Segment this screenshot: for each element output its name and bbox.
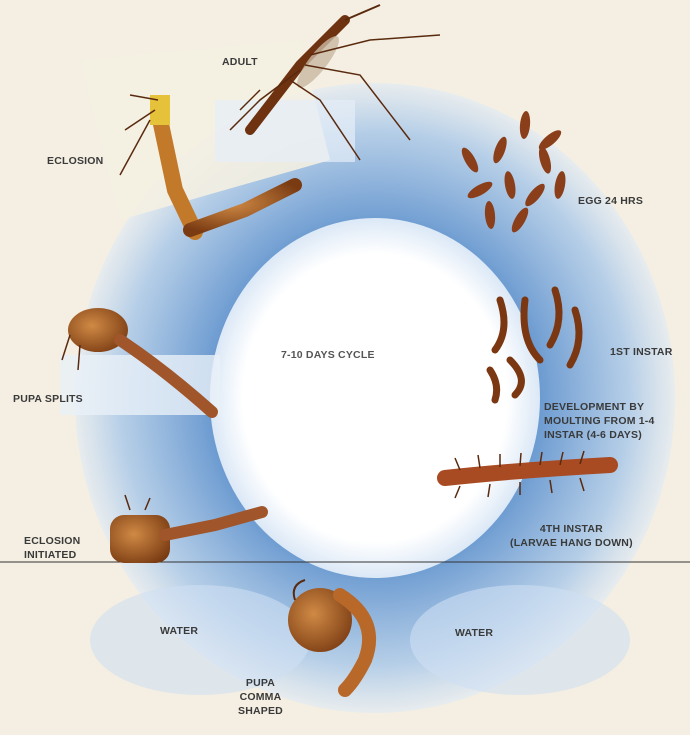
label-fourth-instar-line: 4TH INSTAR	[510, 522, 633, 536]
label-cycle-duration: 7-10 DAYS CYCLE	[281, 348, 375, 362]
label-egg: EGG 24 HRS	[578, 194, 643, 208]
label-eclosion-initiated: ECLOSION INITIATED	[24, 534, 80, 562]
label-pupa-splits: PUPA SPLITS	[13, 392, 83, 406]
label-eclosion-initiated-line: ECLOSION	[24, 534, 80, 548]
label-development-line: INSTAR (4-6 DAYS)	[544, 428, 655, 442]
label-eclosion: ECLOSION	[47, 154, 103, 168]
label-development-line: DEVELOPMENT BY	[544, 400, 655, 414]
label-water-right: WATER	[455, 626, 493, 640]
label-adult: ADULT	[222, 55, 258, 69]
label-eclosion-initiated-line: INITIATED	[24, 548, 80, 562]
label-development: DEVELOPMENT BY MOULTING FROM 1-4 INSTAR …	[544, 400, 655, 442]
label-pupa-line: COMMA	[238, 690, 283, 704]
label-pupa-line: PUPA	[238, 676, 283, 690]
label-water-left: WATER	[160, 624, 198, 638]
label-pupa-line: SHAPED	[238, 704, 283, 718]
label-development-line: MOULTING FROM 1-4	[544, 414, 655, 428]
label-fourth-instar-line: (LARVAE HANG DOWN)	[510, 536, 633, 550]
label-fourth-instar: 4TH INSTAR (LARVAE HANG DOWN)	[510, 522, 633, 550]
label-first-instar: 1ST INSTAR	[610, 345, 672, 359]
label-pupa: PUPA COMMA SHAPED	[238, 676, 283, 718]
